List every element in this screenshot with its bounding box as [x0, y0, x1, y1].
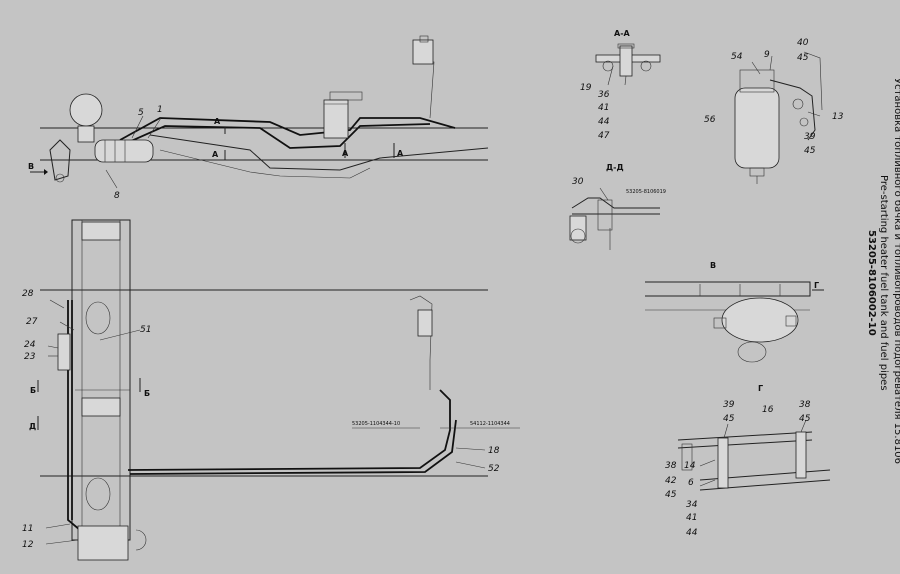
- view-v-title: В: [710, 261, 716, 270]
- view-mark-v: В: [28, 162, 34, 171]
- section-mark-b-left: Б: [30, 386, 36, 395]
- callout: 23: [24, 352, 36, 362]
- title-block: Установка топливного бачка и топливопров…: [892, 78, 900, 464]
- callout: 34: [686, 500, 698, 510]
- section-a-a-title: А-А: [614, 29, 631, 38]
- callout: 39: [723, 400, 735, 410]
- plan-view: [37, 219, 520, 561]
- section-mark-b-right: Б: [144, 389, 150, 398]
- section-mark-a-top: А: [214, 117, 221, 126]
- section-marks: А А А А В Б Б Д: [28, 117, 404, 431]
- callout: 24: [24, 340, 36, 350]
- callout: 45: [799, 414, 811, 424]
- side-view: [30, 35, 489, 189]
- callout: 51: [140, 325, 151, 335]
- callout: 42: [665, 476, 677, 486]
- callout-numbers: 5 1 8 19 36 41 44 47 30 54 9 40 45 56 13…: [22, 38, 844, 550]
- title-english-group: Pre-starting heater fuel tank and fuel p…: [878, 175, 889, 391]
- callout: 9: [764, 50, 770, 60]
- part-number-label: 53205-1104344-10: [352, 421, 400, 427]
- callout: 8: [114, 191, 120, 201]
- callout: 19: [580, 83, 592, 93]
- detail-headings: А-А Д-Д В Г Г: [606, 29, 819, 393]
- view-g-detail: [677, 419, 831, 491]
- callout: 38: [799, 400, 811, 410]
- callout: 14: [684, 461, 696, 471]
- callout: 45: [665, 490, 677, 500]
- callout: 18: [488, 446, 500, 456]
- callout: 38: [665, 461, 677, 471]
- callout: 52: [488, 464, 500, 474]
- callout: 40: [797, 38, 809, 48]
- section-d-d-detail: [569, 187, 660, 250]
- callout: 5: [138, 108, 144, 118]
- section-mark-d: Д: [29, 422, 36, 431]
- title-code-group: 53205-8106002-10: [866, 230, 877, 336]
- view-v-detail: [645, 281, 824, 363]
- callout: 6: [688, 478, 694, 488]
- callout: 11: [22, 524, 33, 534]
- section-mark-a-left: А: [212, 150, 219, 159]
- view-g-mark: Г: [814, 281, 819, 290]
- callout: 45: [804, 146, 816, 156]
- filter-detail: [734, 51, 823, 184]
- callout: 47: [598, 131, 610, 141]
- title-english: Pre-starting heater fuel tank and fuel p…: [878, 175, 889, 391]
- callout: 36: [598, 90, 610, 100]
- callout: 41: [686, 513, 697, 523]
- part-number-label: 53205-8106019: [626, 189, 666, 195]
- section-mark-a-mid: А: [342, 149, 349, 158]
- callout: 45: [723, 414, 735, 424]
- drawing-number: 53205-8106002-10: [866, 230, 877, 336]
- callout: 45: [797, 53, 809, 63]
- callout: 12: [22, 540, 34, 550]
- callout: 39: [804, 132, 816, 142]
- callout: 44: [686, 528, 698, 538]
- part-number-label: 54112-1104344: [470, 421, 510, 427]
- callout: 1: [157, 105, 163, 115]
- section-d-d-title: Д-Д: [606, 163, 624, 172]
- callout: 44: [598, 117, 610, 127]
- callout: 54: [731, 52, 743, 62]
- title-russian: Установка топливного бачка и топливопров…: [892, 78, 900, 464]
- section-a-a-detail: [595, 43, 661, 86]
- callout: 30: [572, 177, 584, 187]
- view-g-title: Г: [758, 384, 763, 393]
- callout: 13: [832, 112, 844, 122]
- callout: 56: [704, 115, 716, 125]
- section-mark-a-right: А: [397, 149, 404, 158]
- callout: 28: [22, 289, 34, 299]
- callout: 27: [26, 317, 38, 327]
- callout: 41: [598, 103, 609, 113]
- part-number-labels: 53205-8106019 53205-1104344-10 54112-110…: [352, 189, 666, 427]
- callout: 16: [762, 405, 774, 415]
